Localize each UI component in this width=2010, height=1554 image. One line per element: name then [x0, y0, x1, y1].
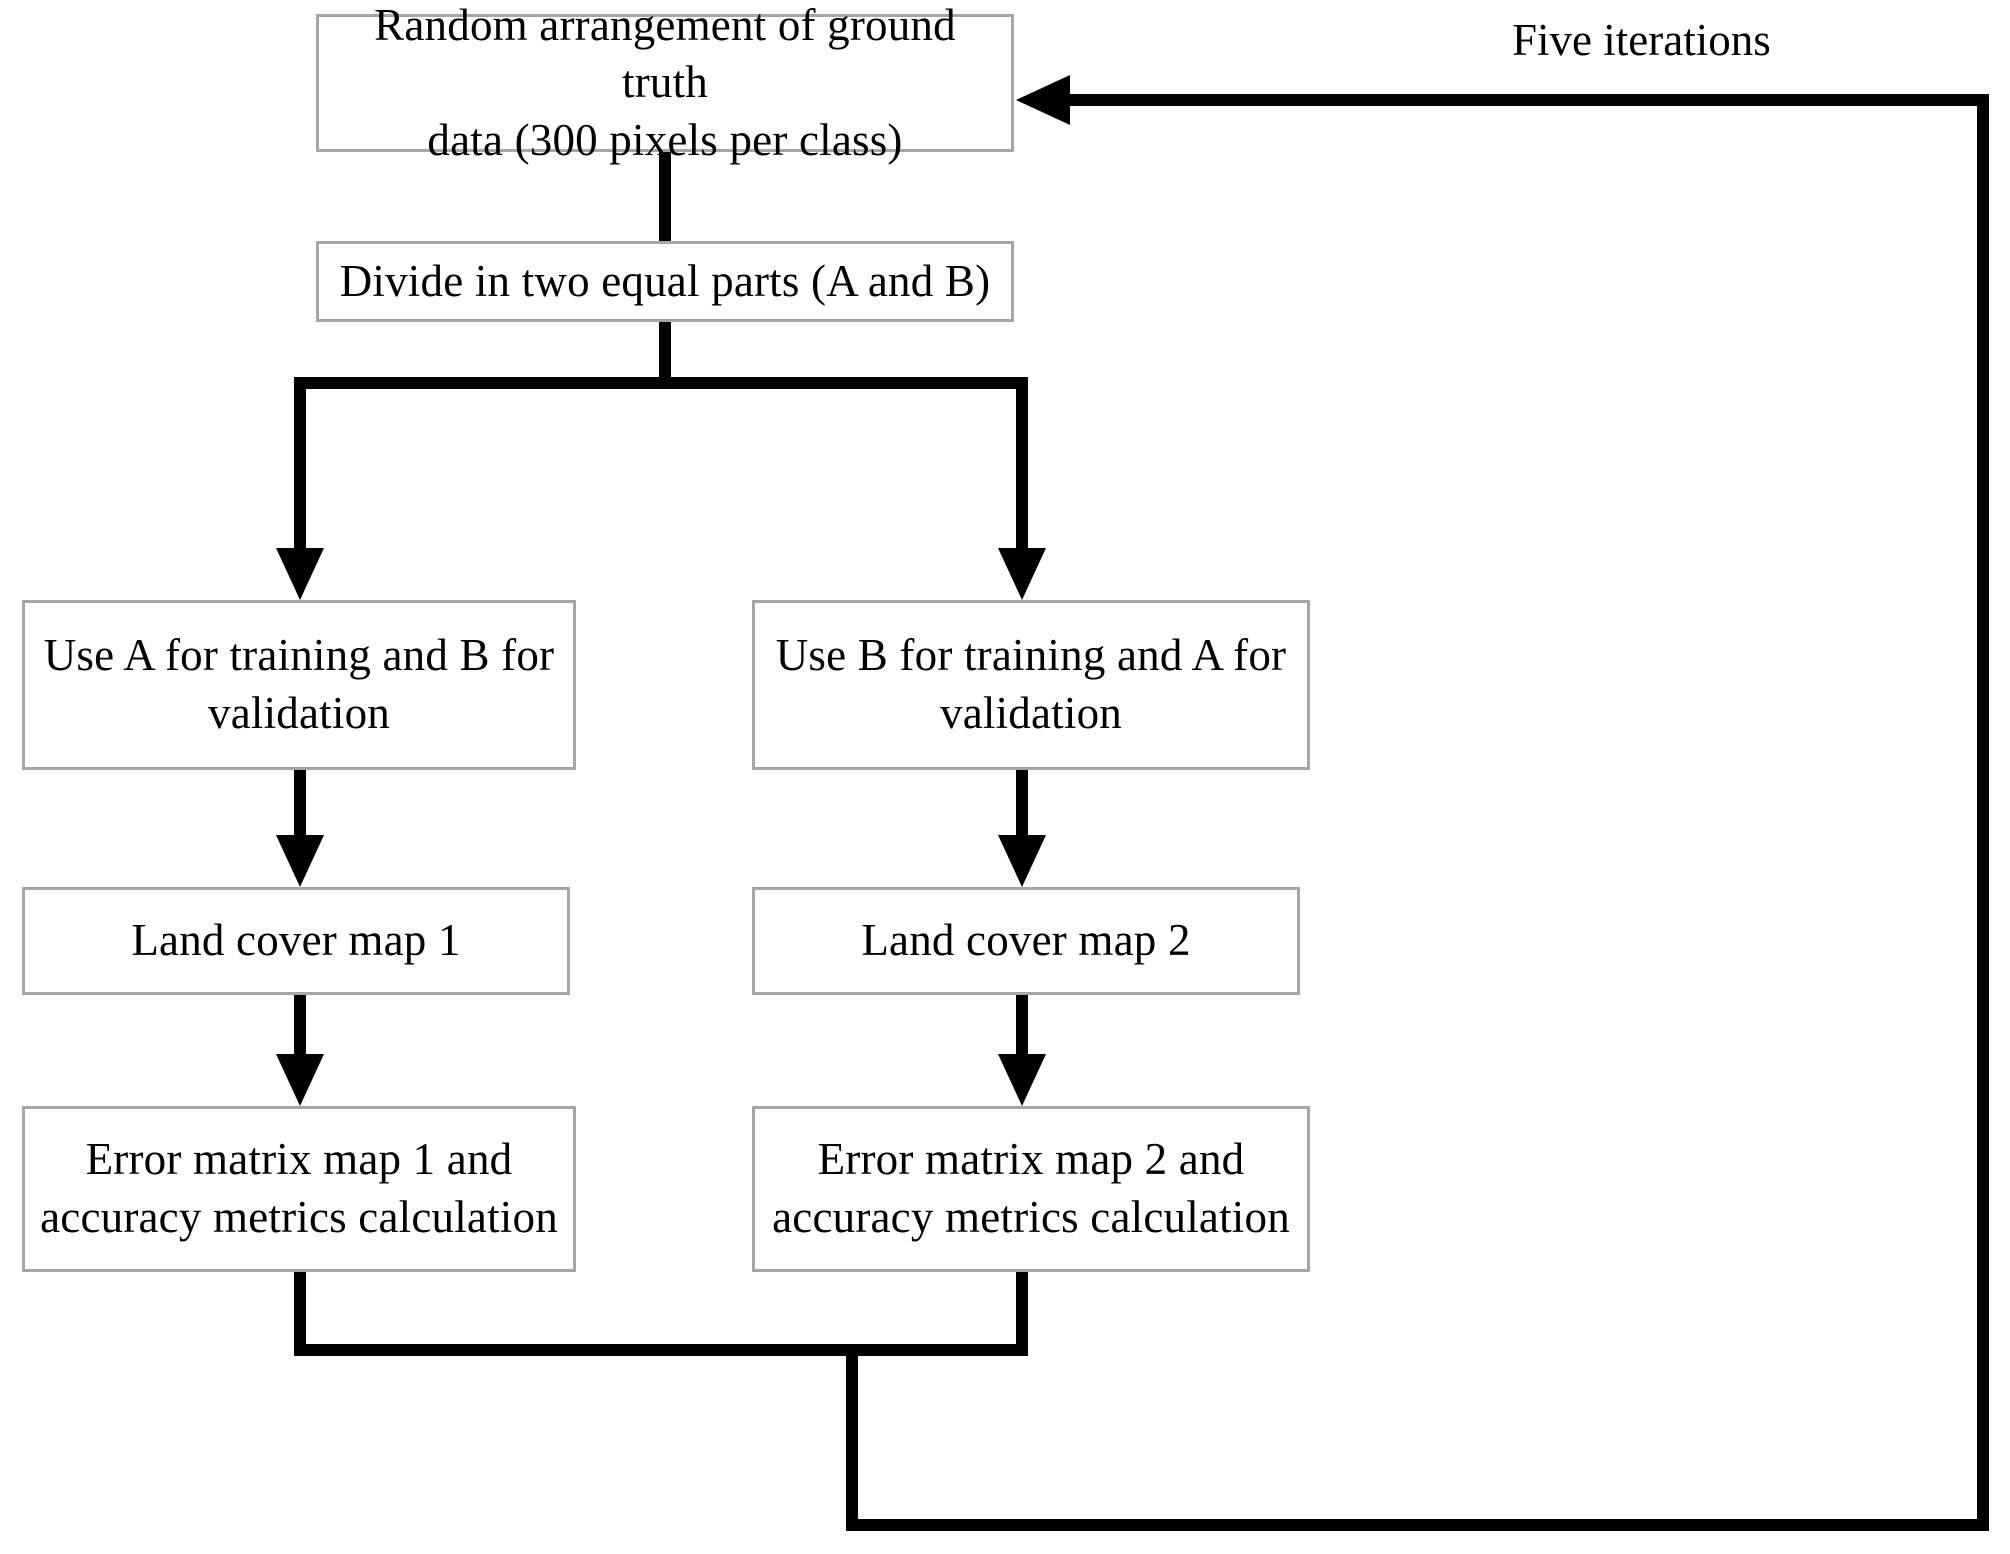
- node-land-cover-map-2[interactable]: Land cover map 2: [752, 887, 1300, 995]
- node-use-a-training[interactable]: Use A for training and B for validation: [22, 600, 576, 770]
- node-land-cover-map-1[interactable]: Land cover map 1: [22, 887, 570, 995]
- node-random-arrangement[interactable]: Random arrangement of ground truth data …: [316, 0, 1014, 165]
- node-use-b-training[interactable]: Use B for training and A for validation: [752, 600, 1310, 770]
- node-land-cover-map-2-label: Land cover map 2: [861, 915, 1191, 966]
- edge-split-to-use-b: [998, 383, 1046, 600]
- node-random-arrangement-label: Random arrangement of ground truth data …: [374, 0, 956, 165]
- edge-feedback-loop: [294, 75, 1989, 1531]
- edge-use-a-to-map-1: [276, 770, 324, 887]
- edge-map-2-to-error-2: [998, 995, 1046, 1106]
- node-use-b-training-label: Use B for training and A for validation: [775, 630, 1287, 738]
- node-error-matrix-1-label: Error matrix map 1 and accuracy metrics …: [40, 1134, 558, 1242]
- node-use-a-training-label: Use A for training and B for validation: [43, 630, 555, 738]
- node-error-matrix-2[interactable]: Error matrix map 2 and accuracy metrics …: [752, 1106, 1310, 1272]
- node-error-matrix-1[interactable]: Error matrix map 1 and accuracy metrics …: [22, 1106, 576, 1272]
- node-divide-two-parts-label: Divide in two equal parts (A and B): [339, 255, 991, 306]
- edge-use-b-to-map-2: [998, 770, 1046, 887]
- node-land-cover-map-1-label: Land cover map 1: [131, 915, 461, 966]
- node-divide-two-parts[interactable]: Divide in two equal parts (A and B): [316, 241, 1014, 322]
- edge-map-1-to-error-1: [276, 995, 324, 1106]
- node-error-matrix-2-label: Error matrix map 2 and accuracy metrics …: [772, 1134, 1290, 1242]
- edge-divide-split-bus: [294, 322, 1028, 389]
- edge-split-to-use-a: [276, 383, 324, 600]
- edge-label-five-iterations: Five iterations: [1512, 15, 1771, 65]
